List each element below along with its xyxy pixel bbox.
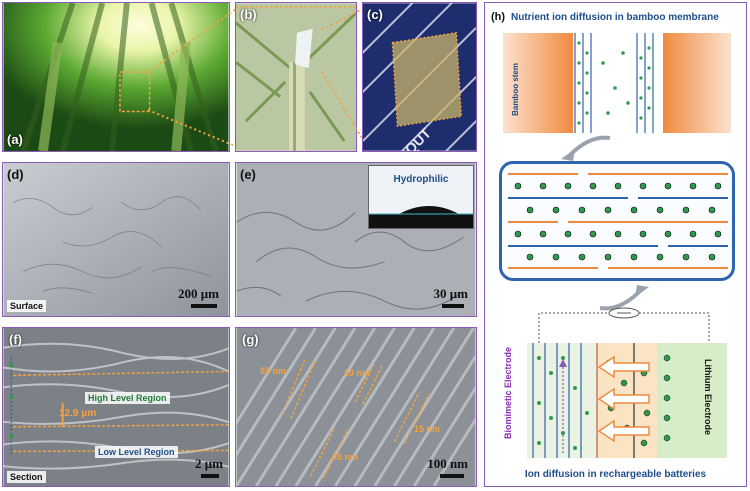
curved-arrow-down-icon	[561, 135, 611, 161]
curved-arrow-up-icon	[599, 285, 649, 311]
battery-caption: Ion diffusion in rechargeable batteries	[524, 469, 707, 480]
section-tag: Section	[7, 471, 46, 483]
panel-h-schematic: (h) Nutrient ion diffusion in bamboo mem…	[484, 2, 747, 487]
scale-label-e: 30 μm	[433, 286, 468, 301]
measure-45nm: 45 nm	[332, 452, 359, 462]
panel-c-membrane: (c) QUT	[362, 2, 477, 152]
panel-a-bamboo-forest: (a)	[2, 2, 230, 152]
panel-e-label: (e)	[240, 167, 256, 182]
panel-e-hydrophilic-sem: Hydrophilic (e) 30 μm	[235, 162, 477, 317]
panel-f-section-sem: (f) High Level Region Low Level Region 1…	[2, 327, 230, 487]
scale-label-g: 100 nm	[427, 456, 468, 471]
panel-b-bamboo-stem: (b)	[235, 2, 357, 152]
scale-bar-f	[201, 474, 219, 478]
surface-tag: Surface	[7, 300, 47, 312]
panel-g-nanostripe-sem: (g) 55 nm 10 nm 15 nm 45 nm 100 nm	[235, 327, 477, 487]
layered-membrane-schematic	[508, 173, 728, 269]
lithium-electrode-label: Lithium Electrode	[703, 359, 713, 436]
surface-sem-image	[3, 163, 229, 316]
scale-bar-d	[191, 304, 217, 308]
panel-g-label: (g)	[242, 332, 259, 347]
bamboo-membrane-schematic	[503, 33, 731, 133]
panel-d-surface-sem: (d) Surface 200 μm	[2, 162, 230, 317]
biomimetic-electrode-label: Biomimetic Electrode	[503, 347, 513, 440]
contact-angle-inset: Hydrophilic	[368, 165, 474, 229]
panel-b-label: (b)	[240, 7, 257, 22]
high-level-region-label: High Level Region	[85, 392, 170, 404]
measure-10nm: 10 nm	[344, 368, 371, 378]
panel-c-label: (c)	[367, 7, 383, 22]
bamboo-forest-photo	[3, 3, 229, 151]
connector-a-b	[147, 5, 241, 149]
scale-bar-e	[442, 304, 464, 308]
panel-h-title: Nutrient ion diffusion in bamboo membran…	[511, 12, 719, 23]
connector-b-c	[321, 5, 369, 149]
bamboo-stem-photo	[236, 3, 356, 151]
scale-bar-g	[440, 474, 464, 478]
panel-a-label: (a)	[7, 132, 23, 147]
layered-membrane-box	[499, 161, 735, 281]
measure-55nm: 55 nm	[260, 366, 287, 376]
nanostripe-sem-image	[236, 328, 476, 486]
panel-d-label: (d)	[7, 167, 24, 182]
membrane-photo	[363, 3, 476, 151]
scale-label-f: 2 μm	[195, 456, 223, 471]
panel-f-label: (f)	[9, 332, 22, 347]
thickness-label: 12.9 μm	[59, 408, 97, 419]
scale-label-d: 200 μm	[178, 286, 219, 301]
low-level-region-label: Low Level Region	[95, 446, 178, 458]
water-droplet-icon	[369, 206, 473, 228]
hydrophilic-label: Hydrophilic	[393, 174, 449, 185]
battery-schematic	[527, 307, 727, 458]
measure-15nm: 15 nm	[414, 424, 441, 434]
panel-h-label: (h)	[491, 11, 506, 23]
section-sem-image	[3, 328, 229, 486]
bamboo-stem-label: Bamboo stem	[511, 63, 520, 116]
